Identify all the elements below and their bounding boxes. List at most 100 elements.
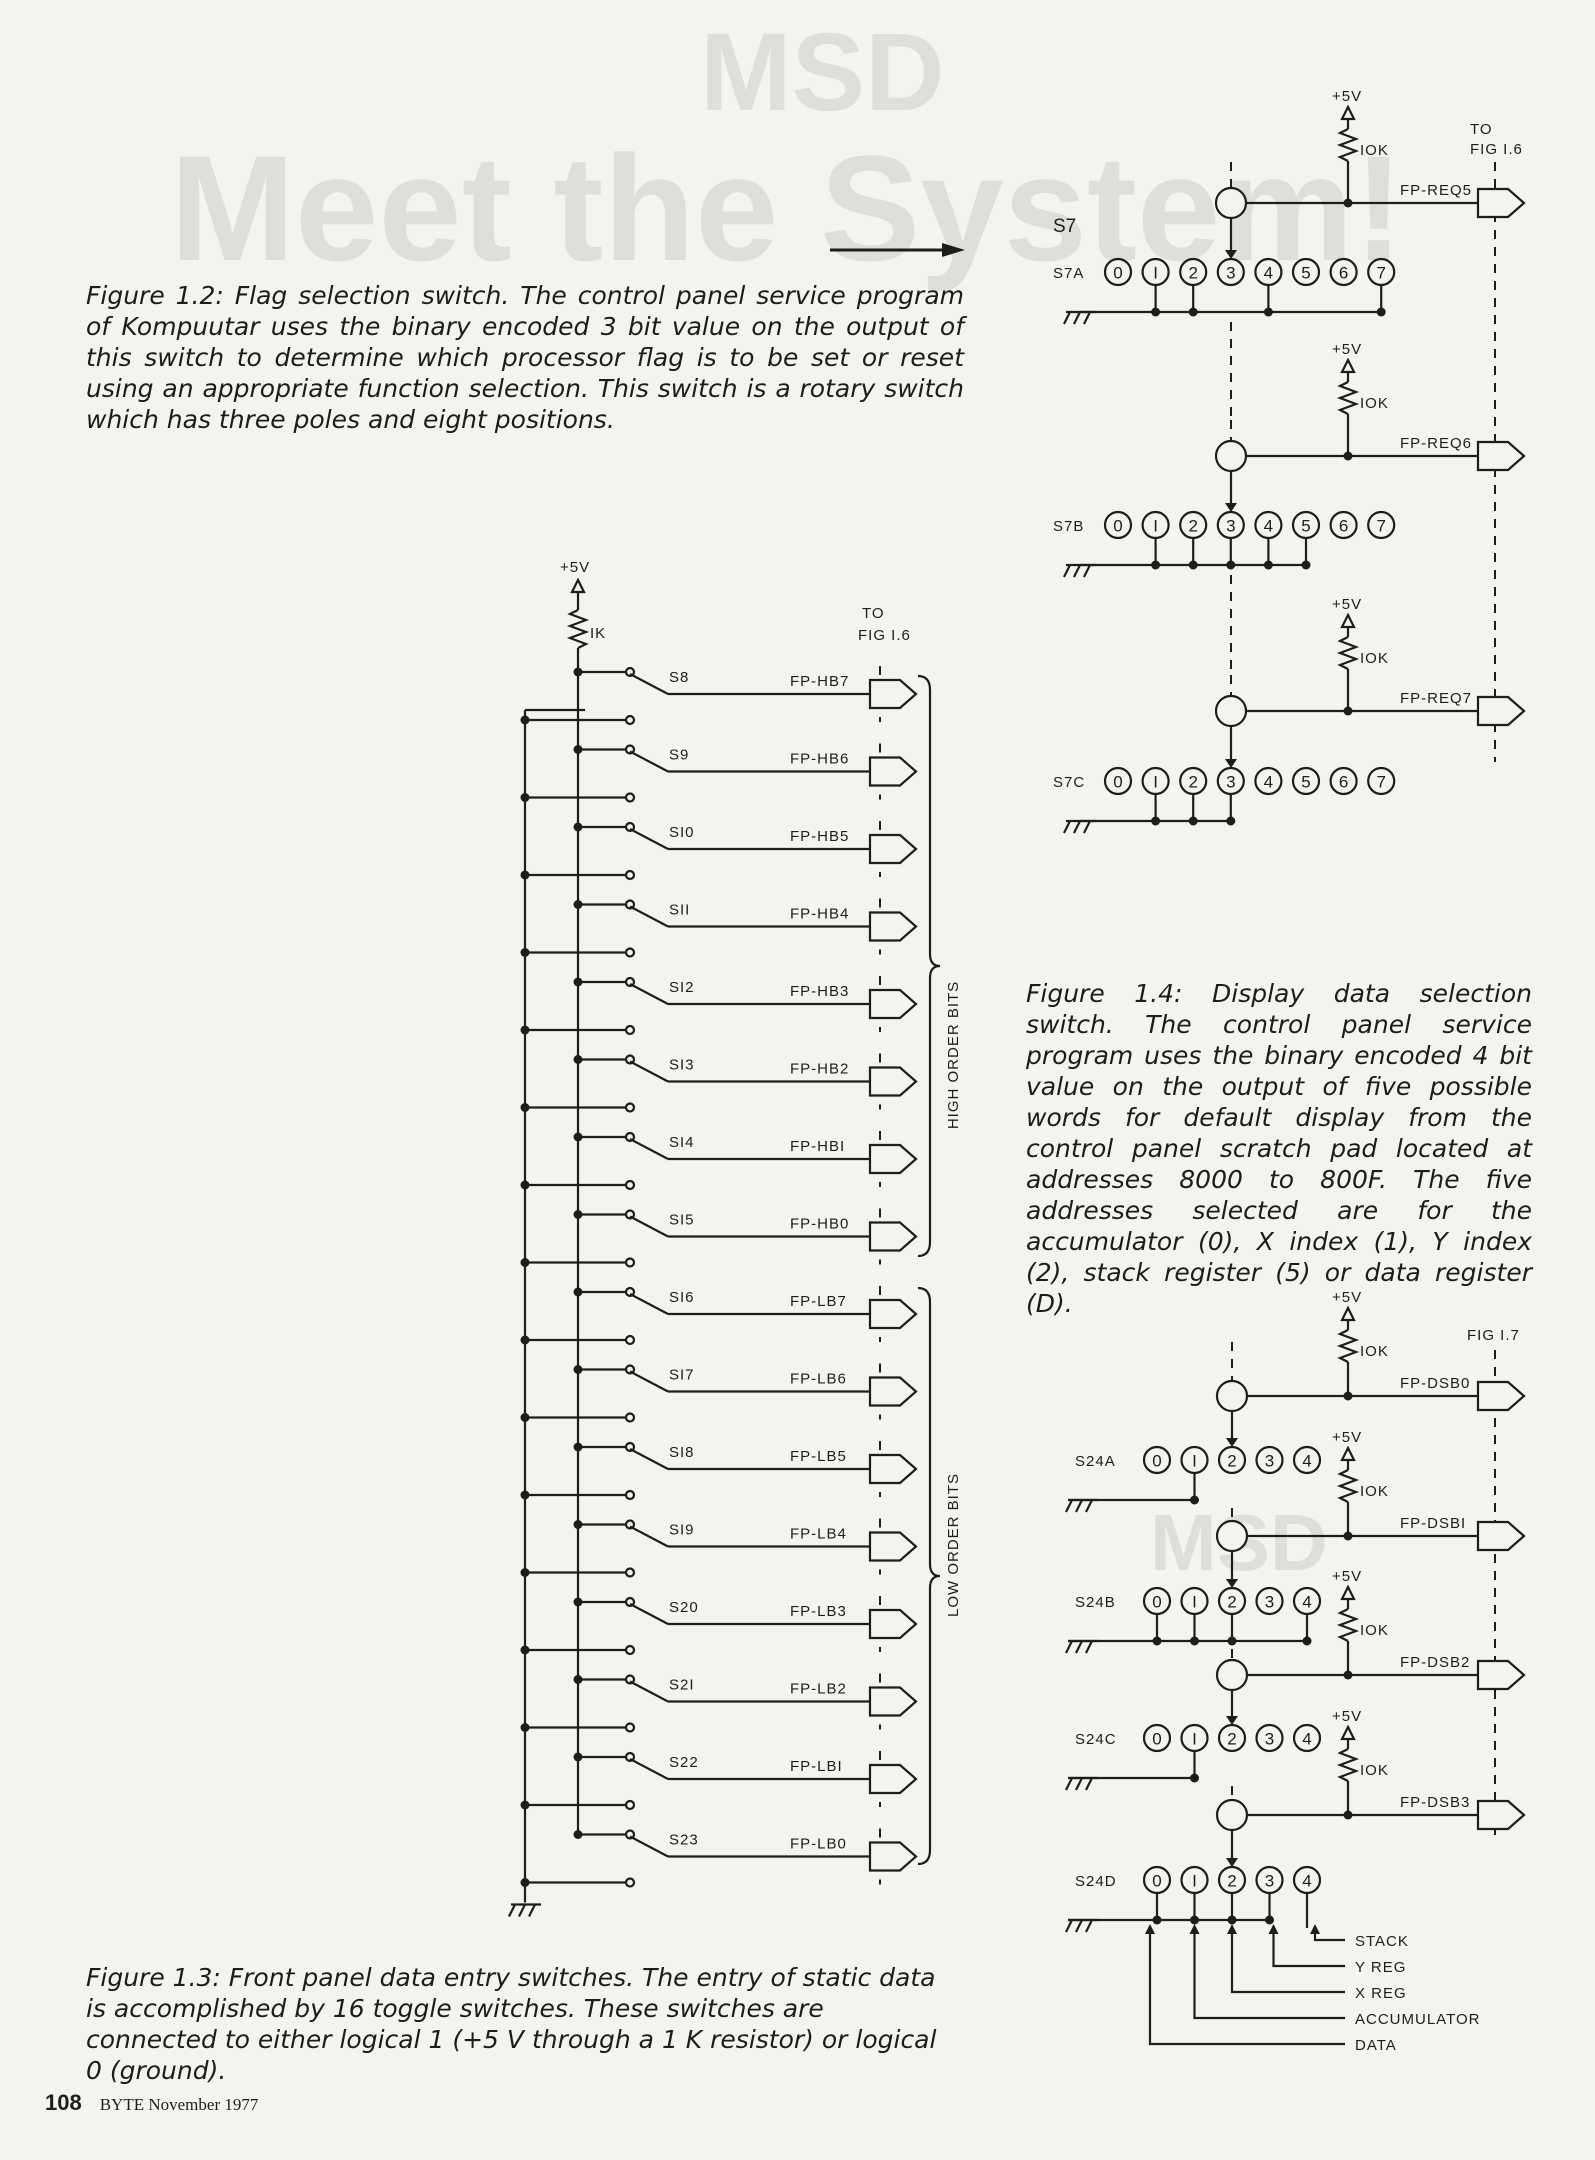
signal-label-fp-lb0: FP-LB0	[790, 1836, 847, 1853]
switch-label-s8: S8	[669, 669, 689, 686]
low-order-bits-label: LOW ORDER BITS	[945, 1473, 962, 1617]
fig14-s24b-supply-label: +5V	[1332, 1429, 1362, 1446]
fig14-s24c-resistor	[1336, 1608, 1360, 1642]
fig13-ground-junction	[520, 715, 530, 725]
signal-label-fp-hb4: FP-HB4	[790, 906, 849, 923]
toggle-switch-blade	[629, 1138, 669, 1160]
fig12-s7b-ground	[1063, 563, 1096, 578]
fig12-s7b-position-label: 7	[1376, 517, 1385, 536]
fig13-ground-junction	[520, 870, 530, 880]
fig12-s7a-position-6	[1329, 257, 1358, 287]
fig14-s24a-ground	[1065, 1498, 1098, 1513]
signal-label-fp-hb6: FP-HB6	[790, 751, 849, 768]
switch-label-si4: SI4	[669, 1134, 695, 1151]
fig12-s7a-position-label: 7	[1376, 264, 1385, 283]
switch-label-s9: S9	[669, 747, 689, 764]
signal-label-fp-hb7: FP-HB7	[790, 673, 849, 690]
signal-label-fp-hb2: FP-HB2	[790, 1061, 849, 1078]
figure-1-4-caption: Figure 1.4: Display data selection switc…	[1026, 979, 1532, 1318]
fig13-ground-junction	[520, 948, 530, 957]
signal-label-fp-lbi: FP-LBI	[790, 1758, 843, 1775]
fig14-fig-ref: FIG I.7	[1467, 1327, 1520, 1344]
fig12-s7c-position-label: I	[1153, 773, 1158, 792]
fig14-s24b-wiper	[1215, 1519, 1249, 1553]
fig12-s7b-position-label: 5	[1301, 517, 1310, 536]
fig13-to-label: TO	[862, 605, 885, 622]
fig12-s7b-signal-label: FP-REQ6	[1400, 435, 1472, 452]
fig14-s24a-position-label: I	[1192, 1452, 1197, 1471]
fig13-ground-junction	[520, 1568, 530, 1577]
fig12-s7a-position-label: 0	[1113, 264, 1122, 283]
fig14-s24a-output-connector	[1476, 1380, 1526, 1412]
fig12-s7a-position-label: 2	[1188, 264, 1197, 283]
fig14-s24c-position-label: 3	[1265, 1730, 1274, 1749]
fig14-s24c-supply-arrow	[1340, 1584, 1356, 1601]
fig12-s7c-position-5	[1291, 766, 1321, 796]
fig14-s24c-ground	[1065, 1776, 1098, 1791]
fig12-s7a-position-label: 4	[1264, 264, 1273, 283]
fig13-supply-label: +5V	[560, 559, 590, 576]
fig14-s24a-position-0	[1142, 1445, 1172, 1475]
output-connector	[868, 1221, 918, 1252]
fig12-s7c-ground	[1063, 819, 1096, 834]
fig13-ground-junction	[520, 1258, 530, 1267]
signal-label-fp-lb7: FP-LB7	[790, 1293, 847, 1310]
fig14-s24b-position-3	[1255, 1586, 1284, 1616]
fig13-resistor-label: IK	[590, 625, 606, 642]
fig13-ground-junction	[520, 1645, 530, 1655]
fig14-s24b-position-label: 2	[1227, 1593, 1236, 1612]
fig14-s24a-position-label: 0	[1152, 1452, 1161, 1471]
fig14-s24d-position-label: 0	[1152, 1872, 1161, 1891]
fig14-s24c-label: S24C	[1075, 1731, 1117, 1748]
switch-label-s2i: S2I	[669, 1677, 695, 1694]
output-connector	[868, 1453, 918, 1485]
signal-label-fp-lb4: FP-LB4	[790, 1526, 847, 1543]
fig13-ground-junction	[520, 1335, 530, 1345]
fig14-s24b-position-label: 3	[1265, 1593, 1274, 1612]
fig14-s24d-signal-label: FP-DSB3	[1400, 1794, 1470, 1811]
fig12-s7b-label: S7B	[1053, 518, 1084, 535]
fig12-s7b-position-label: 6	[1339, 517, 1348, 536]
fig13-ground-junction	[520, 1878, 530, 1887]
fig12-s7b-output-connector	[1476, 440, 1526, 472]
toggle-switch-blade	[629, 673, 669, 695]
fig14-s24c-supply-label: +5V	[1332, 1568, 1362, 1585]
output-connector	[868, 756, 918, 787]
fig13-ground-junction	[520, 1413, 530, 1422]
figure-1-2-caption: Figure 1.2: Flag selection switch. The c…	[86, 281, 964, 434]
fig12-s7a-ground	[1063, 310, 1096, 325]
selection-label-data: DATA	[1355, 2037, 1397, 2054]
fig13-ground-junction	[520, 793, 530, 802]
fig14-s24a-wiper	[1215, 1379, 1249, 1413]
fig12-s7c-position-label: 0	[1113, 773, 1122, 792]
fig14-s24b-resistor-label: IOK	[1360, 1483, 1389, 1500]
fig12-s7c-position-label: 6	[1339, 773, 1348, 792]
fig14-s24d-output-connector	[1476, 1799, 1526, 1831]
fig12-s7c-position-label: 3	[1226, 773, 1235, 792]
signal-label-fp-hb5: FP-HB5	[790, 828, 849, 845]
fig12-s7b-position-6	[1329, 510, 1358, 540]
switch-label-s20: S20	[669, 1599, 699, 1616]
output-connector	[868, 1608, 918, 1640]
fig12-s7a-signal-label: FP-REQ5	[1400, 182, 1472, 199]
fig14-s24b-position-label: 4	[1302, 1593, 1311, 1612]
fig14-s24d-label: S24D	[1075, 1873, 1117, 1890]
journal-issue: BYTE November 1977	[99, 2095, 259, 2114]
selection-label-x-reg: X REG	[1355, 1985, 1407, 2002]
switch-label-si0: SI0	[669, 824, 695, 841]
fig14-s24b-label: S24B	[1075, 1594, 1116, 1611]
toggle-switch-blade	[629, 828, 669, 850]
fig12-s7c-position-label: 2	[1188, 773, 1197, 792]
output-connector	[868, 911, 918, 942]
switch-label-s23: S23	[669, 1832, 699, 1849]
page-number: 108	[45, 2090, 82, 2115]
selection-label-stack: STACK	[1355, 1933, 1409, 1950]
fig12-s7c-resistor	[1336, 636, 1360, 670]
signal-label-fp-hbi: FP-HBI	[790, 1138, 845, 1155]
fig14-s24a-position-3	[1255, 1445, 1284, 1475]
fig12-s7c-position-label: 5	[1301, 773, 1310, 792]
fig14-s24b-output-connector	[1476, 1520, 1526, 1552]
fig12-s7b-resistor-label: IOK	[1360, 395, 1389, 412]
